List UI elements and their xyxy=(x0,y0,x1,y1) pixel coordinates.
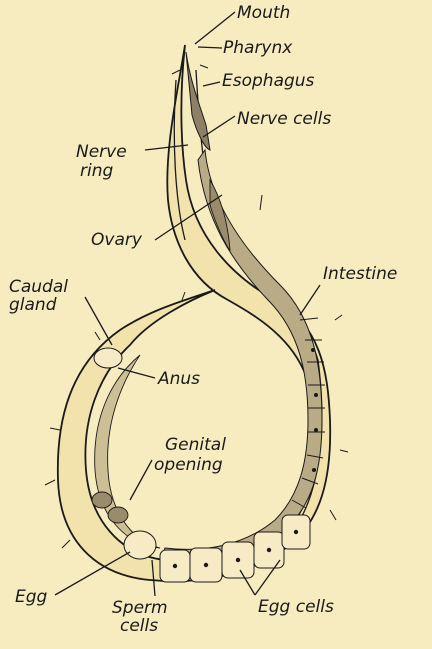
label-intestine: Intestine xyxy=(323,264,397,284)
label-nerve-ring-line1: Nerve xyxy=(76,142,127,162)
label-ovary: Ovary xyxy=(91,230,143,250)
sperm-cluster-2 xyxy=(108,507,128,523)
label-nerve-cells: Nerve cells xyxy=(237,109,331,129)
egg-shape xyxy=(124,531,156,559)
label-nerve-ring-line2: ring xyxy=(80,161,113,181)
label-sperm-cells-line1: Sperm xyxy=(112,598,168,618)
label-mouth: Mouth xyxy=(237,3,290,23)
label-caudal-gland-line2: gland xyxy=(9,295,57,315)
label-genital-opening-line2: opening xyxy=(154,455,223,475)
labels: Mouth Pharynx Esophagus Nerve cells Nerv… xyxy=(9,3,397,636)
tail-inner-tube xyxy=(95,355,160,548)
ovary-shape xyxy=(210,180,230,250)
label-pharynx: Pharynx xyxy=(223,38,293,58)
egg-cell-row xyxy=(160,515,310,582)
label-anus: Anus xyxy=(157,369,200,389)
intestine-leader xyxy=(300,285,320,315)
caudal-gland-shape xyxy=(94,348,122,368)
esophagus-leader xyxy=(203,82,220,86)
label-esophagus: Esophagus xyxy=(222,71,315,91)
genital-opening-leader xyxy=(130,460,152,500)
label-egg: Egg xyxy=(15,587,48,607)
label-genital-opening-line1: Genital xyxy=(165,435,226,455)
pharynx-leader xyxy=(198,47,222,48)
label-egg-cells: Egg cells xyxy=(258,597,334,617)
label-sperm-cells-line2: cells xyxy=(120,616,158,636)
nerve-cells-leader xyxy=(203,116,235,137)
sperm-cluster xyxy=(92,492,112,508)
label-caudal-gland-line1: Caudal xyxy=(9,277,68,297)
